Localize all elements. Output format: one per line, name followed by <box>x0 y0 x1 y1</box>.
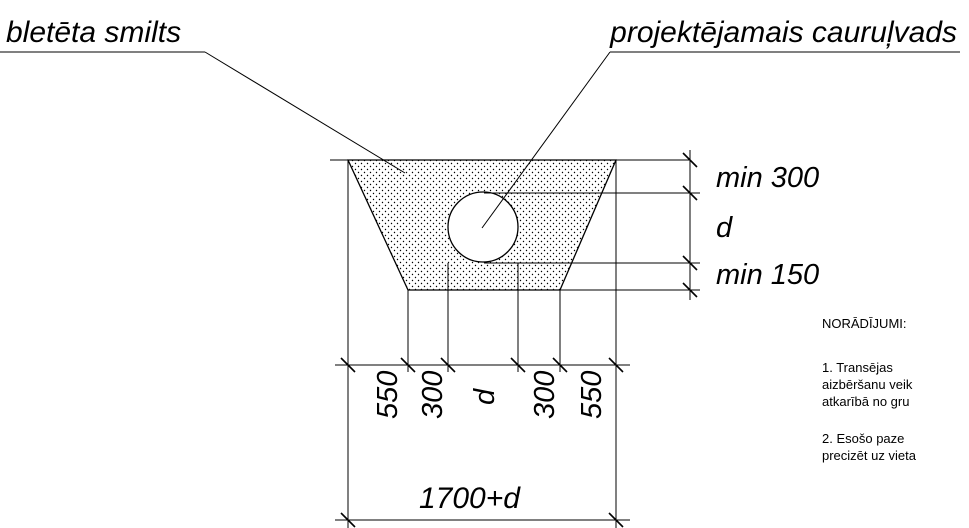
dim-side-inner-right-label: 300 <box>529 371 561 419</box>
note-2-line-2: precizēt uz vieta <box>822 448 916 463</box>
fill-material-leader-diag <box>204 51 406 174</box>
dim-side-outer-left-label: 550 <box>372 371 404 419</box>
note-1-line-1: 1. Transējas <box>822 360 893 375</box>
note-2-line-1: 2. Esošo paze <box>822 431 905 446</box>
dim-bottom-bed-label: min 150 <box>716 259 819 291</box>
note-1-line-2: aizbēršanu veik <box>822 377 913 392</box>
notes-panel: NORĀDĪJUMI: 1. Transējas aizbēršanu veik… <box>822 315 969 464</box>
dim-total-width-label: 1700+d <box>419 482 521 515</box>
notes-title: NORĀDĪJUMI: <box>822 316 907 331</box>
dim-pipe-label: d <box>716 212 733 244</box>
dim-top-cover-label: min 300 <box>716 162 819 194</box>
pipe-label: projektējamais cauruļvads <box>609 16 957 49</box>
fill-material-label: bletēta smilts <box>6 16 181 49</box>
total-width-dimension <box>335 470 630 528</box>
dim-pipe-width-label: d <box>469 388 501 405</box>
vertical-dimension-chain <box>484 150 700 300</box>
dim-side-outer-right-label: 550 <box>576 371 608 419</box>
horizontal-dimension-chain <box>335 160 630 470</box>
dim-side-inner-left-label: 300 <box>417 371 449 419</box>
pipe-leader-diag <box>481 51 611 229</box>
note-1-line-3: atkarībā no gru <box>822 394 910 409</box>
